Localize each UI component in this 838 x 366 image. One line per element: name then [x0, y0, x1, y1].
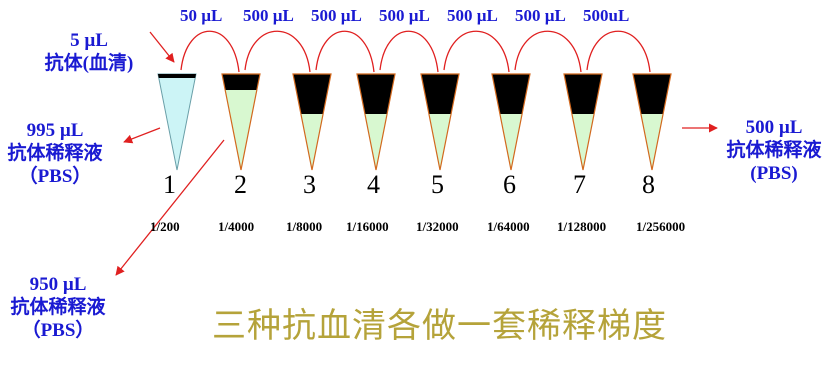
- tube-7-diluent: [571, 114, 595, 170]
- tube-number-3: 3: [303, 170, 316, 199]
- tube-number-7: 7: [573, 170, 586, 199]
- tube-2-top-layer: [222, 74, 260, 90]
- tube-5: [420, 73, 460, 171]
- tube-2: [221, 73, 261, 171]
- dilution-ratio-1: 1/200: [150, 219, 180, 234]
- dilution-ratio-8: 1/256000: [636, 219, 686, 234]
- serum-volume: 5 µL: [70, 30, 108, 51]
- serum-label: 5 µL 抗体(血清): [24, 30, 154, 76]
- transfer-arc-6: [514, 30, 582, 73]
- tube2-diluent-label: 950 µL 抗体稀释液 （PBS）: [0, 274, 116, 342]
- dilution-ratio-2: 1/4000: [218, 219, 255, 234]
- tube-1-serum-band: [158, 74, 196, 78]
- right-diluent-buffer: (PBS): [750, 162, 798, 184]
- tube-4-outline: [356, 73, 396, 171]
- transfer-volume-1: 50 µL: [180, 6, 223, 25]
- transfer-volume-4: 500 µL: [379, 6, 430, 25]
- tube2-diluent-volume: 950 µL: [29, 274, 87, 295]
- dilution-ratio-5: 1/32000: [416, 219, 459, 234]
- transfer-volume-3: 500 µL: [311, 6, 362, 25]
- tube-1-liquid: [157, 73, 197, 171]
- right-diluent-volume: 500 µL: [745, 117, 803, 138]
- tube-5-diluent: [428, 114, 452, 170]
- transfer-volume-2: 500 µL: [243, 6, 294, 25]
- tube-7: [563, 73, 603, 171]
- tube-7-outline: [563, 73, 603, 171]
- tube-6-outline: [491, 73, 531, 171]
- transfer-arc-4: [379, 30, 439, 73]
- tube-2-outline: [221, 73, 261, 171]
- tube-8-top-layer: [633, 74, 671, 114]
- right-diluent-name: 抗体稀释液: [726, 139, 822, 161]
- tube-8-diluent: [640, 114, 664, 170]
- transfer-volume-6: 500 µL: [515, 6, 566, 25]
- dilution-ratio-3: 1/8000: [286, 219, 323, 234]
- tube-number-4: 4: [367, 170, 380, 199]
- tube-3-diluent: [300, 114, 324, 170]
- tube1-diluent-label: 995 µL 抗体稀释液 （PBS）: [0, 120, 110, 188]
- transfer-arc-1: [180, 30, 240, 73]
- tube-4: [356, 73, 396, 171]
- tube-5-top-layer: [421, 74, 459, 114]
- right-diluent-label: 500 µL 抗体稀释液 (PBS): [715, 117, 833, 185]
- tube-6-diluent: [499, 114, 523, 170]
- serum-into-tube1-arrow: [149, 31, 175, 63]
- dilution-ratio-7: 1/128000: [557, 219, 607, 234]
- tube1-diluent-buffer: （PBS）: [18, 165, 92, 187]
- tube-3-outline: [292, 73, 332, 171]
- tube-3-top-layer: [293, 74, 331, 114]
- caption: 三种抗血清各做一套稀释梯度: [212, 306, 667, 346]
- dilution-ratio-6: 1/64000: [487, 219, 530, 234]
- tube-number-8: 8: [642, 170, 655, 199]
- tube1-diluent-name: 抗体稀释液: [7, 142, 103, 164]
- transfer-arc-2: [244, 30, 311, 73]
- tube-8-outline: [632, 73, 672, 171]
- tube-6: [491, 73, 531, 171]
- tube-3: [292, 73, 332, 171]
- tube-8: [632, 73, 672, 171]
- tube-number-2: 2: [234, 170, 247, 199]
- tube1-diluent-arrow: [123, 127, 161, 144]
- tube-6-top-layer: [492, 74, 530, 114]
- transfer-volume-5: 500 µL: [447, 6, 498, 25]
- tube2-diluent-arrow: [115, 139, 225, 276]
- tube-1: [157, 73, 197, 171]
- tube1-diluent-volume: 995 µL: [26, 120, 84, 141]
- tube2-diluent-name: 抗体稀释液: [10, 296, 106, 318]
- dilution-ratio-4: 1/16000: [346, 219, 389, 234]
- transfer-arc-5: [443, 30, 510, 73]
- transfer-arc-3: [315, 30, 375, 73]
- tube-number-5: 5: [431, 170, 444, 199]
- serum-name: 抗体(血清): [44, 52, 134, 74]
- tube2-diluent-buffer: （PBS）: [21, 319, 95, 341]
- tube-number-6: 6: [503, 170, 516, 199]
- tube-5-outline: [420, 73, 460, 171]
- transfer-volume-7: 500uL: [583, 6, 630, 25]
- tube-number-1: 1: [163, 170, 176, 199]
- tube-4-top-layer: [357, 74, 395, 114]
- tube-4-diluent: [364, 114, 388, 170]
- tube-7-top-layer: [564, 74, 602, 114]
- tube-2-diluent: [225, 90, 257, 170]
- transfer-arc-7: [586, 30, 651, 73]
